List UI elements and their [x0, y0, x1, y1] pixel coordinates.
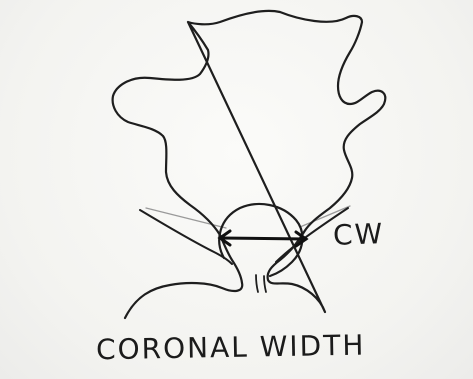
central-notch [256, 275, 266, 292]
arrow-shaft [220, 238, 306, 239]
cw-label: CW [332, 217, 384, 252]
diagram-caption: CORONAL WIDTH [96, 327, 469, 366]
vertebra-outline [113, 11, 386, 318]
